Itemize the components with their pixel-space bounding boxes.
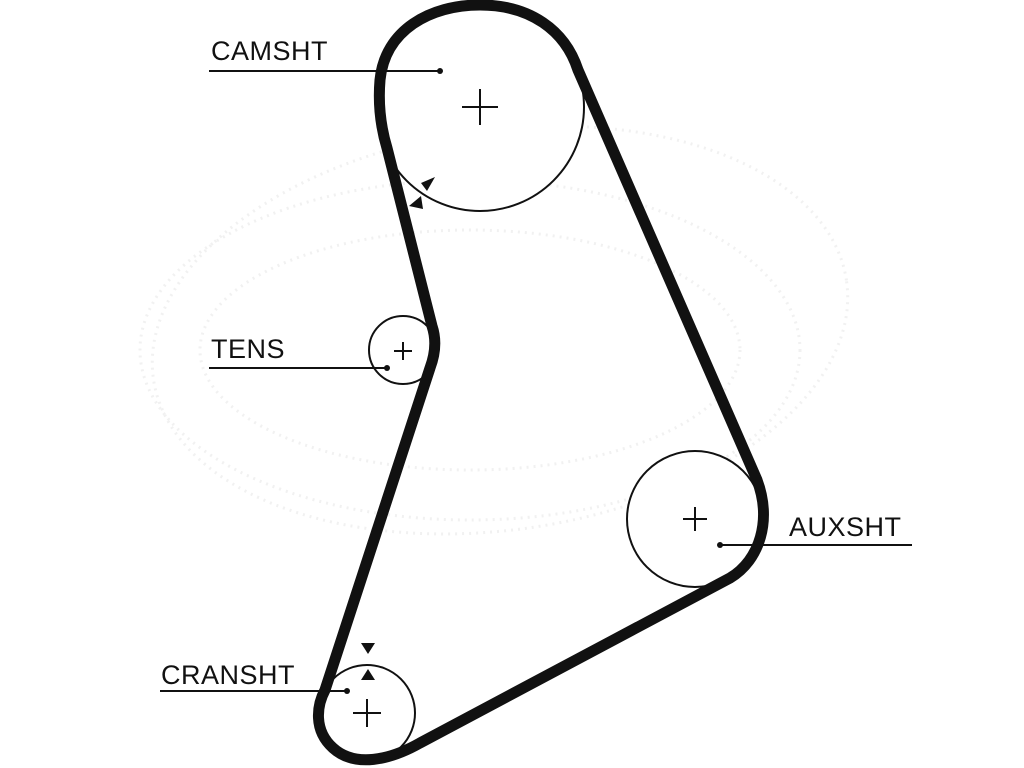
camshaft-leader (209, 68, 443, 74)
crankshaft-timing-mark (361, 643, 375, 680)
timing-belt (312, 0, 769, 766)
crankshaft-leader (160, 688, 350, 694)
camshaft-timing-mark (409, 177, 435, 209)
tensioner-center-mark (394, 342, 412, 360)
auxiliary-label: AUXSHT (789, 512, 902, 542)
crankshaft-label: CRANSHT (161, 660, 295, 690)
background-watermark (138, 124, 850, 536)
tensioner-label: TENS (211, 334, 285, 364)
auxiliary-leader (717, 542, 912, 548)
auxiliary-center-mark (683, 507, 707, 531)
camshaft-label: CAMSHT (211, 36, 328, 66)
tensioner-leader (209, 365, 390, 371)
camshaft-center-mark (462, 89, 498, 125)
crankshaft-center-mark (353, 699, 381, 727)
